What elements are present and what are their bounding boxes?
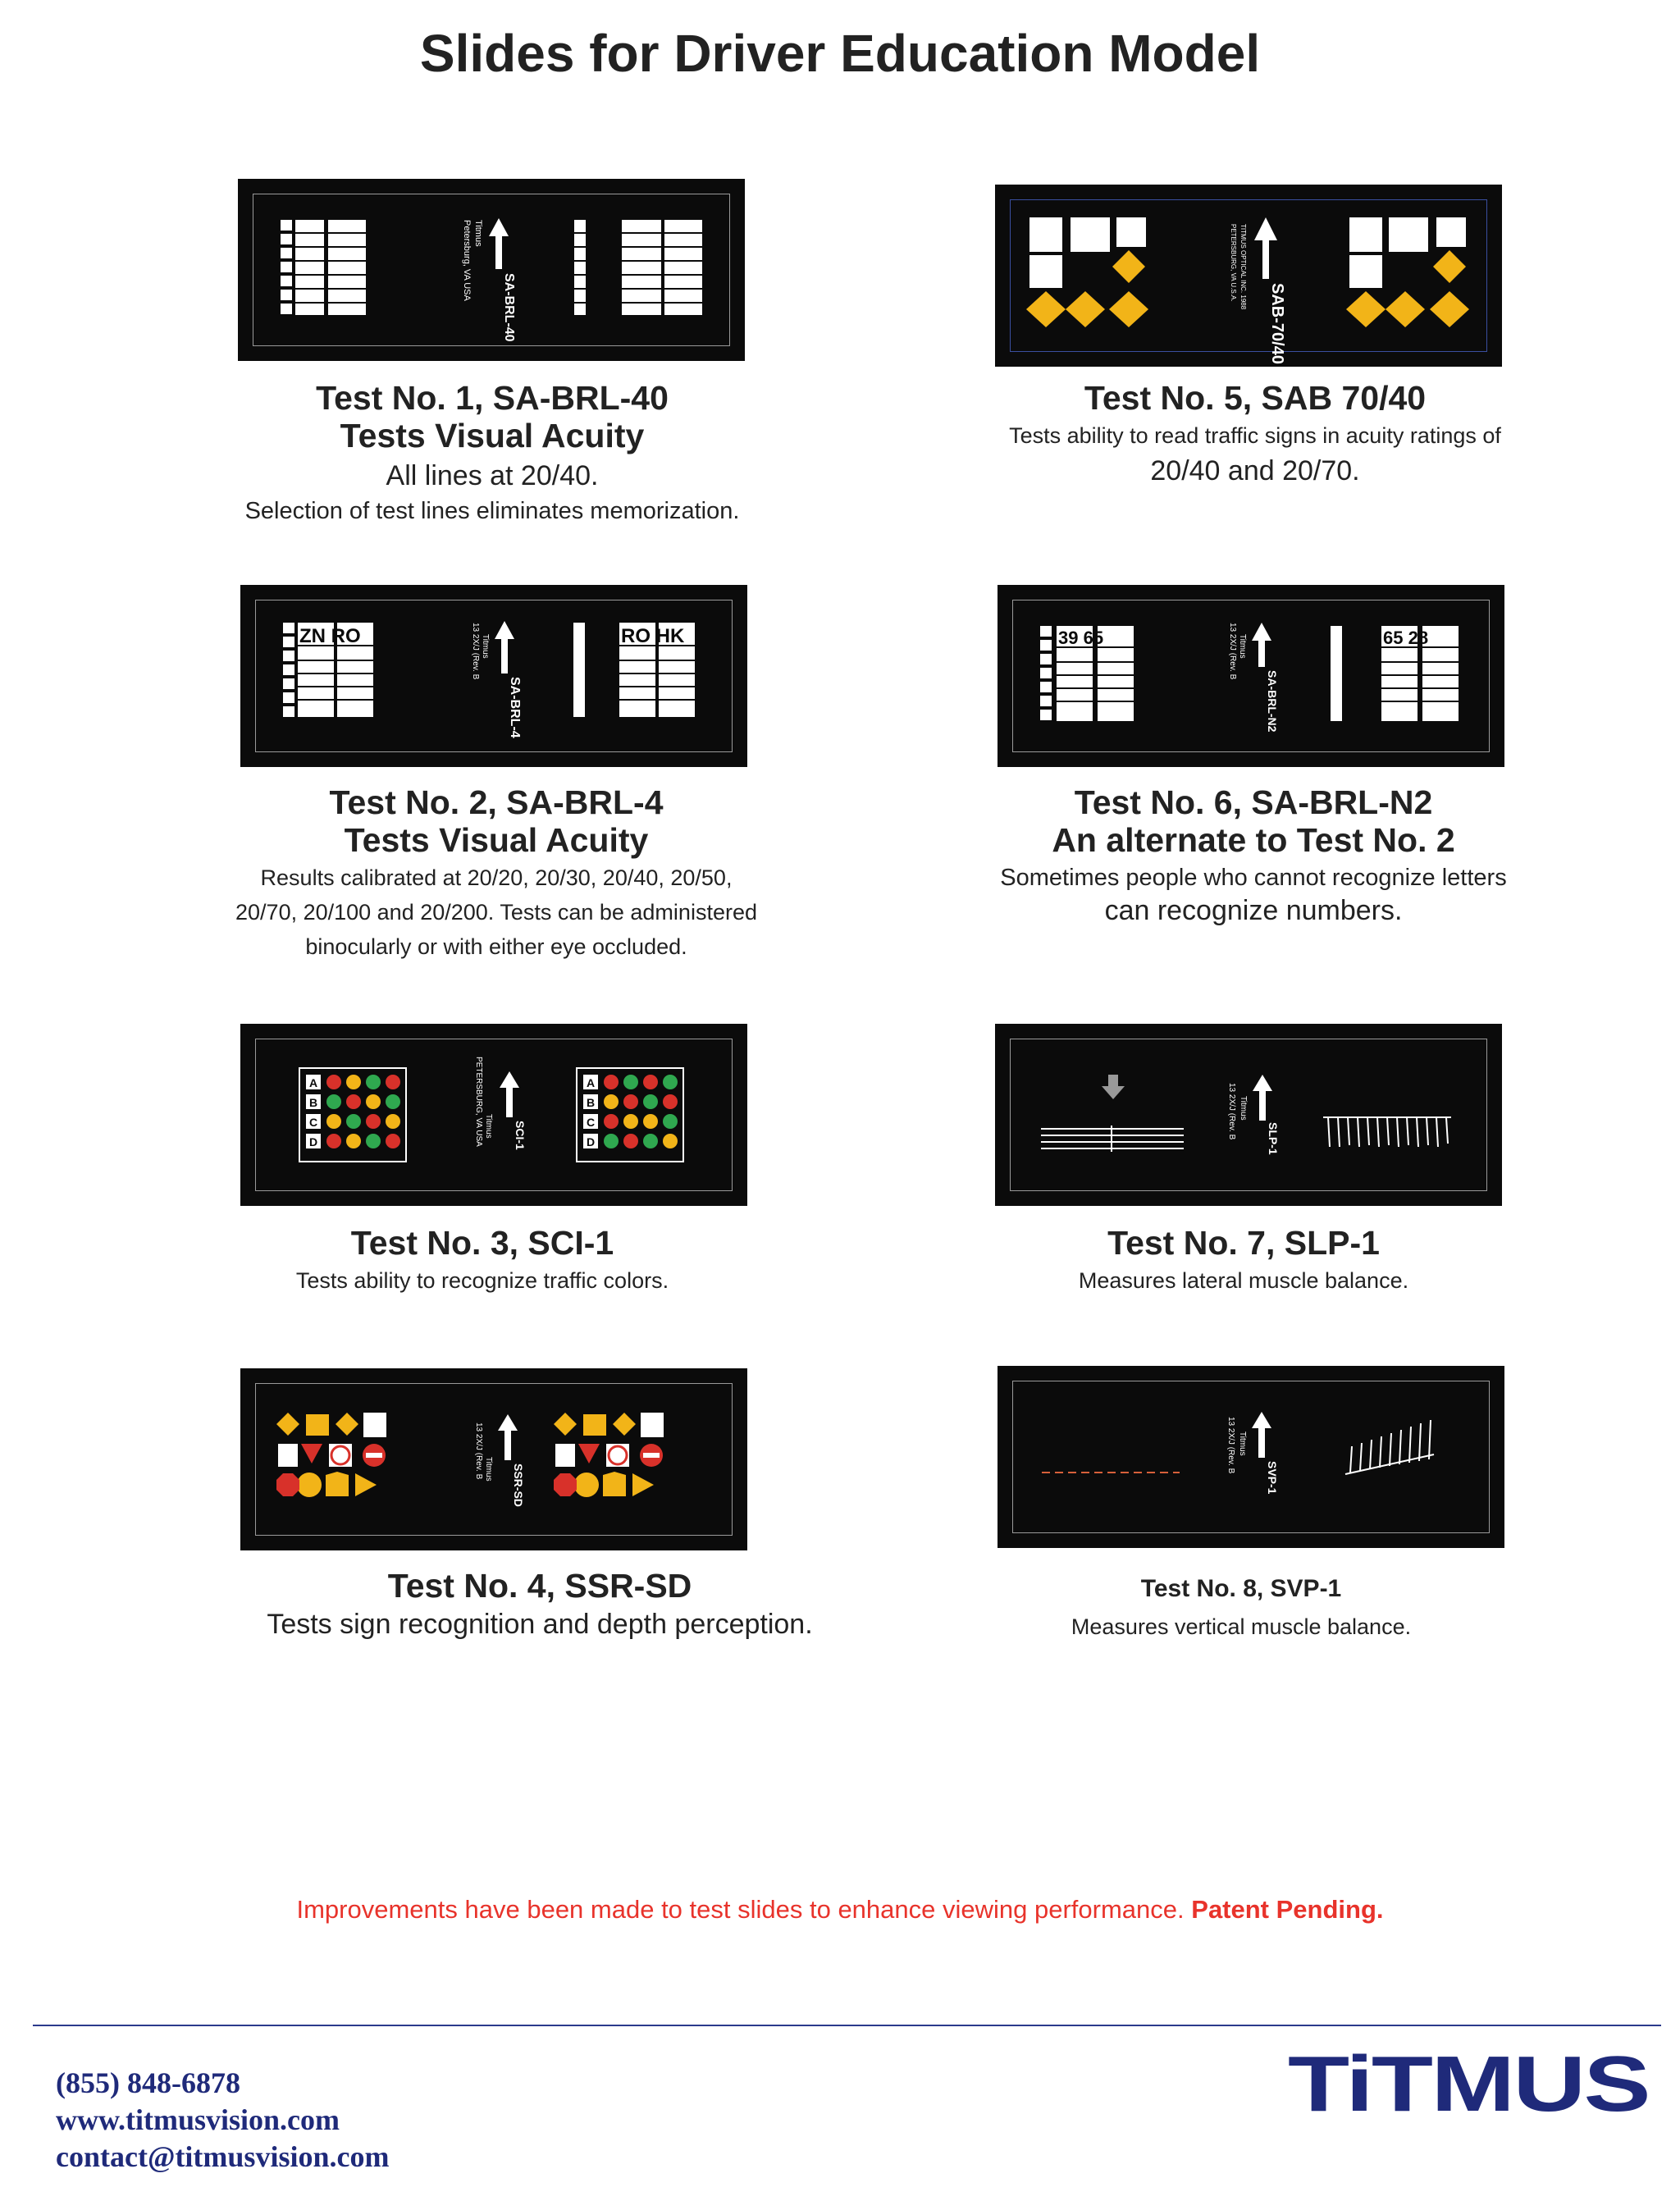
slide-sci-1: A B C D A B C D SCI-1 Titmus PETERSBURG,… xyxy=(240,1024,747,1206)
contact-phone: (855) 848-6878 xyxy=(56,2066,240,2099)
slide-ssr-sd-city: 13 2X/J (Rev. B xyxy=(474,1422,483,1480)
test-6-line1: Sometimes people who cannot recognize le… xyxy=(1000,865,1507,891)
slide-svp-1-label: SVP-1 xyxy=(1266,1461,1279,1495)
slide-sa-brl-40-label: SA-BRL-40 xyxy=(502,273,516,342)
slide-sa-brl-40: SA-BRL-40 Titmus Petersburg, VA USA xyxy=(238,179,745,361)
slide-svp-1-city: 13 2X/J (Rev. B xyxy=(1226,1417,1235,1474)
slide-sa-brl-40-maker: Titmus xyxy=(473,220,483,247)
test-8-caption: Test No. 8, SVP-1 Measures vertical musc… xyxy=(913,1573,1569,1644)
test-1-line2: Selection of test lines eliminates memor… xyxy=(244,498,740,524)
slide-sci-1-artwork: A B C D A B C D SCI-1 Titmus PETERSBURG,… xyxy=(299,1057,684,1162)
contact-website[interactable]: www.titmusvision.com xyxy=(56,2103,340,2136)
slide-ssr-sd-artwork: SSR-SD Titmus 13 2X/J (Rev. B xyxy=(276,1413,664,1507)
test-8-title: Test No. 8, SVP-1 xyxy=(1140,1575,1342,1602)
test-5-caption: Test No. 5, SAB 70/40 Tests ability to r… xyxy=(927,379,1583,489)
slide-sci-1-maker: Titmus xyxy=(484,1114,493,1139)
test-6-title: Test No. 6, SA-BRL-N2 xyxy=(1074,783,1433,821)
test-6-subtitle: An alternate to Test No. 2 xyxy=(1052,821,1455,859)
slide-sa-brl-4-letters-left: ZN RO xyxy=(299,625,361,647)
titmus-logo-text: TiTMUS xyxy=(1288,2047,1649,2121)
test-8-line1: Measures vertical muscle balance. xyxy=(1071,1614,1412,1639)
test-5-title: Test No. 5, SAB 70/40 xyxy=(1084,379,1427,417)
test-3-title: Test No. 3, SCI-1 xyxy=(350,1224,614,1262)
slide-sa-brl-n2-maker: Titmus xyxy=(1238,634,1247,659)
slide-ssr-sd-label: SSR-SD xyxy=(512,1463,525,1507)
slide-sci-1-row-c-right: C xyxy=(587,1116,595,1129)
test-1-line1: All lines at 20/40. xyxy=(386,460,599,491)
slide-sci-1-row-c-left: C xyxy=(309,1116,317,1129)
slide-sa-brl-n2-artwork: 39 65 65 28 SA-BRL-N2 Titmus 13 2X/J (Re… xyxy=(1040,623,1459,733)
slide-slp-1-artwork: SLP-1 Titmus 13 2X/J (Rev. B xyxy=(1041,1075,1451,1155)
test-7-line1: Measures lateral muscle balance. xyxy=(1078,1268,1409,1293)
slide-sa-brl-n2-nums-left: 39 65 xyxy=(1058,628,1103,648)
slide-sa-brl-4-artwork: ZN RO RO HK SA-BRL-4 Titmus 13 2X/J (Rev… xyxy=(283,621,695,738)
slide-slp-1-city: 13 2X/J (Rev. B xyxy=(1227,1083,1236,1140)
slide-slp-1: SLP-1 Titmus 13 2X/J (Rev. B xyxy=(995,1024,1502,1206)
test-5-line2: 20/40 and 20/70. xyxy=(1150,455,1360,486)
slide-sci-1-row-a-left: A xyxy=(309,1076,317,1089)
patent-notice: Improvements have been made to test slid… xyxy=(0,1895,1680,1925)
test-2-subtitle: Tests Visual Acuity xyxy=(344,821,649,859)
slide-sa-brl-40-city: Petersburg, VA USA xyxy=(462,220,472,302)
slide-svp-1: SVP-1 Titmus 13 2X/J (Rev. B xyxy=(998,1366,1504,1548)
slide-sci-1-row-d-right: D xyxy=(587,1135,595,1148)
slide-sci-1-row-a-right: A xyxy=(587,1076,595,1089)
test-2-caption: Test No. 2, SA-BRL-4 Tests Visual Acuity… xyxy=(168,783,824,964)
slide-sci-1-row-b-right: B xyxy=(587,1096,595,1109)
test-6-caption: Test No. 6, SA-BRL-N2 An alternate to Te… xyxy=(925,783,1582,926)
test-4-line1: Tests sign recognition and depth percept… xyxy=(267,1609,813,1640)
slide-sa-brl-n2: 39 65 65 28 SA-BRL-N2 Titmus 13 2X/J (Re… xyxy=(998,585,1504,767)
slide-sa-brl-n2-city: 13 2X/J (Rev. B xyxy=(1228,623,1237,680)
page-title: Slides for Driver Education Model xyxy=(419,24,1261,83)
footer-rule xyxy=(33,2025,1661,2026)
test-7-title: Test No. 7, SLP-1 xyxy=(1107,1224,1380,1262)
test-5-line1: Tests ability to read traffic signs in a… xyxy=(1009,423,1501,448)
slide-svp-1-artwork: SVP-1 Titmus 13 2X/J (Rev. B xyxy=(1042,1412,1435,1495)
test-1-title: Test No. 1, SA-BRL-40 xyxy=(316,379,669,417)
slide-slp-1-label: SLP-1 xyxy=(1267,1122,1280,1155)
test-3-line1: Tests ability to recognize traffic color… xyxy=(295,1268,669,1293)
slide-sa-brl-4-maker: Titmus xyxy=(481,634,490,659)
slide-sa-brl-40-artwork: SA-BRL-40 Titmus Petersburg, VA USA xyxy=(281,218,702,342)
test-7-caption: Test No. 7, SLP-1 Measures lateral muscl… xyxy=(915,1224,1572,1298)
slide-ssr-sd-maker: Titmus xyxy=(484,1457,493,1482)
slide-sab-70-40-artwork: SAB-70/40 TITMUS OPTICAL INC. 1988 PETER… xyxy=(1026,217,1469,364)
slide-sci-1-row-b-left: B xyxy=(309,1096,317,1109)
test-6-line2: can recognize numbers. xyxy=(1104,895,1403,926)
slide-sa-brl-n2-label: SA-BRL-N2 xyxy=(1266,670,1279,733)
slide-sa-brl-n2-nums-right: 65 28 xyxy=(1383,628,1428,648)
slide-sa-brl-4-label: SA-BRL-4 xyxy=(508,677,522,738)
contact-email[interactable]: contact@titmusvision.com xyxy=(56,2140,390,2173)
test-2-line1: Results calibrated at 20/20, 20/30, 20/4… xyxy=(260,865,733,890)
slide-sci-1-label: SCI-1 xyxy=(514,1121,527,1150)
test-2-line3: binocularly or with either eye occluded. xyxy=(305,934,687,959)
test-2-title: Test No. 2, SA-BRL-4 xyxy=(329,783,664,821)
slide-sab-70-40-label: SAB-70/40 xyxy=(1268,283,1286,364)
test-1-caption: Test No. 1, SA-BRL-40 Tests Visual Acuit… xyxy=(164,379,820,528)
slide-sa-brl-4-city: 13 2X/J (Rev. B xyxy=(471,623,480,680)
slide-sa-brl-4: ZN RO RO HK SA-BRL-4 Titmus 13 2X/J (Rev… xyxy=(240,585,747,767)
slide-sa-brl-4-letters-right: RO HK xyxy=(621,625,685,647)
titmus-logo: TiTMUS xyxy=(1288,2047,1650,2121)
patent-pending-text: Patent Pending. xyxy=(1191,1895,1384,1924)
slide-sci-1-city: PETERSBURG, VA USA xyxy=(474,1057,483,1147)
slide-sab-70-40: SAB-70/40 TITMUS OPTICAL INC. 1988 PETER… xyxy=(995,185,1502,367)
test-3-caption: Test No. 3, SCI-1 Tests ability to recog… xyxy=(154,1224,810,1298)
test-4-caption: Test No. 4, SSR-SD Tests sign recognitio… xyxy=(212,1567,868,1642)
slide-svp-1-maker: Titmus xyxy=(1238,1431,1247,1456)
slide-ssr-sd: SSR-SD Titmus 13 2X/J (Rev. B xyxy=(240,1368,747,1550)
test-2-line2: 20/70, 20/100 and 20/200. Tests can be a… xyxy=(235,900,757,925)
slide-sab-70-40-maker: TITMUS OPTICAL INC. 1988 xyxy=(1239,224,1247,310)
slide-sci-1-row-d-left: D xyxy=(309,1135,317,1148)
test-4-title: Test No. 4, SSR-SD xyxy=(387,1567,692,1605)
slide-slp-1-maker: Titmus xyxy=(1239,1096,1248,1121)
slide-sab-70-40-city: PETERSBURG, VA U.S.A. xyxy=(1230,224,1237,302)
test-1-subtitle: Tests Visual Acuity xyxy=(340,417,645,454)
patent-notice-text: Improvements have been made to test slid… xyxy=(296,1895,1192,1924)
